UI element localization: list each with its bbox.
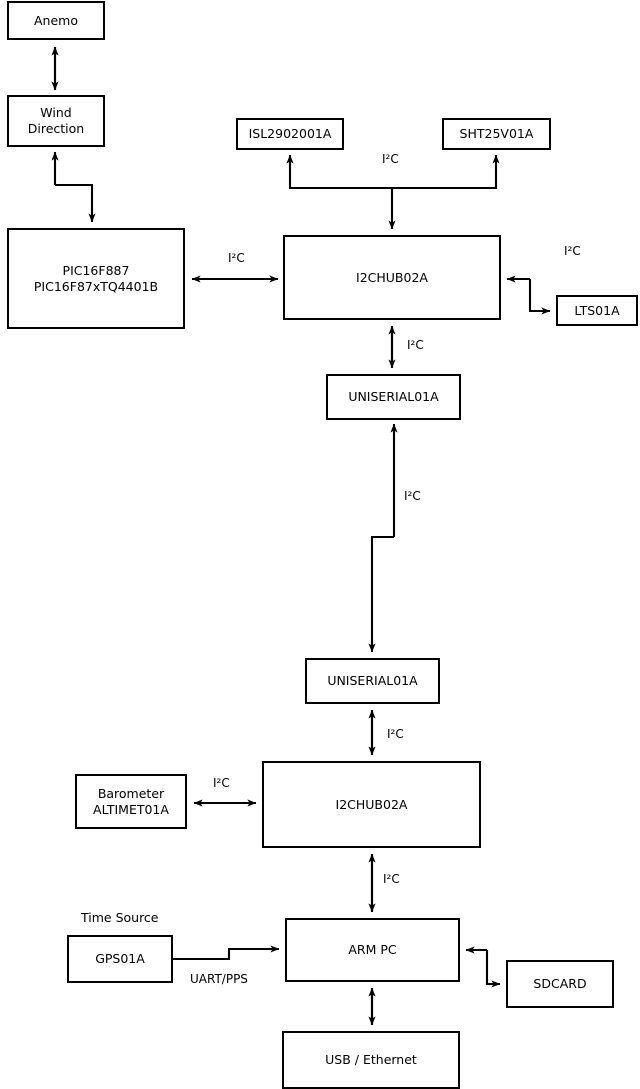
wire-gps-armpc bbox=[173, 945, 280, 961]
edge-label-i2c-pic-hub: I²C bbox=[228, 251, 245, 265]
node-uniserial01a-bottom[interactable]: UNISERIAL01A bbox=[305, 658, 440, 704]
wire-uniserial-link-down bbox=[368, 535, 394, 653]
wire-winddir-pic-elbow bbox=[55, 183, 96, 223]
edge-label-i2c-uniserial-link: I²C bbox=[404, 489, 421, 503]
node-i2chub02a-bottom[interactable]: I2CHUB02A bbox=[262, 761, 481, 848]
node-sdcard[interactable]: SDCARD bbox=[506, 960, 614, 1008]
node-pic-microcontroller[interactable]: PIC16F887 PIC16F87xTQ4401B bbox=[7, 228, 185, 329]
wire-armpc-sdcard-out bbox=[485, 950, 501, 988]
node-wind-direction[interactable]: Wind Direction bbox=[7, 95, 105, 147]
node-barometer-altimet01a[interactable]: Barometer ALTIMET01A bbox=[75, 774, 187, 829]
edge-label-i2c-hub-lts: I²C bbox=[564, 244, 581, 258]
node-uniserial01a-top[interactable]: UNISERIAL01A bbox=[326, 374, 461, 420]
node-anemo[interactable]: Anemo bbox=[7, 1, 105, 40]
edge-label-uart-pps: UART/PPS bbox=[190, 972, 248, 986]
wire-bus-isl bbox=[286, 154, 392, 190]
label-time-source: Time Source bbox=[81, 910, 159, 925]
edge-label-i2c-barometer-hub: I²C bbox=[213, 776, 230, 790]
wire-hub-lts-out bbox=[528, 279, 551, 315]
node-arm-pc[interactable]: ARM PC bbox=[285, 918, 460, 982]
node-i2chub02a-top[interactable]: I2CHUB02A bbox=[283, 235, 501, 320]
edge-label-i2c-hub-sensors: I²C bbox=[382, 152, 399, 166]
edge-label-i2c-uniserial-hub: I²C bbox=[387, 727, 404, 741]
wire-bus-sht bbox=[392, 154, 500, 190]
node-sht25v01a[interactable]: SHT25V01A bbox=[442, 118, 551, 150]
node-usb-ethernet[interactable]: USB / Ethernet bbox=[282, 1031, 460, 1089]
edge-label-i2c-hub-uniserial: I²C bbox=[407, 338, 424, 352]
edge-label-i2c-hub-armpc: I²C bbox=[383, 872, 400, 886]
node-gps01a[interactable]: GPS01A bbox=[67, 935, 173, 983]
node-lts01a[interactable]: LTS01A bbox=[556, 295, 638, 326]
node-isl2902001a[interactable]: ISL2902001A bbox=[236, 118, 344, 150]
